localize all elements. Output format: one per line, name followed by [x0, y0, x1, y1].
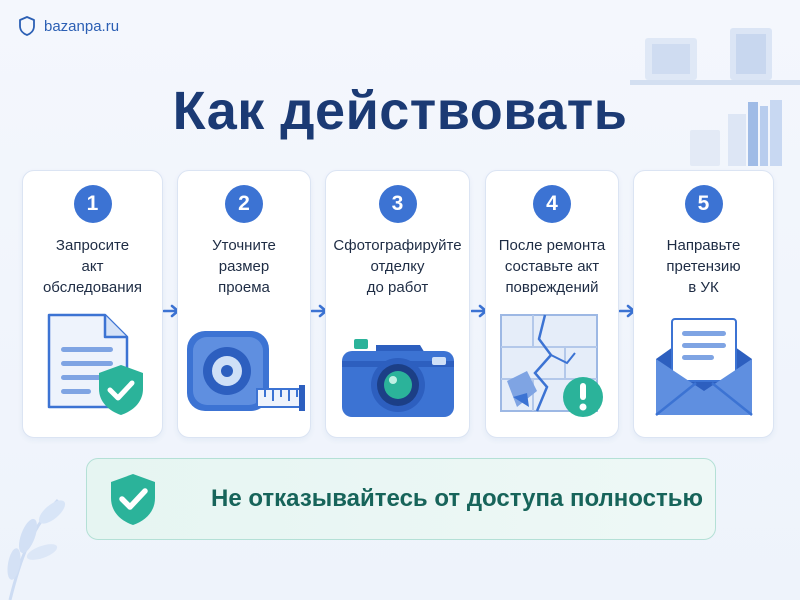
step-number: 4: [533, 185, 571, 223]
step-text: Запросите акт обследования: [42, 237, 143, 296]
step-card-2: 2 Уточните размер проема: [177, 170, 311, 438]
warning-banner: Не отказывайтесь от доступа полностью: [86, 458, 716, 540]
camera-icon: [341, 339, 454, 417]
document-shield-icon: [47, 313, 143, 415]
brand-name: bazanpa.ru: [44, 17, 120, 35]
step-card-4: 4 После ремонта составьте акт повреждени…: [485, 170, 619, 438]
step-number: 1: [73, 185, 112, 223]
step-text: Направьте претензию в УК: [666, 237, 741, 296]
tape-measure-icon: [187, 331, 305, 411]
banner-text: Не отказывайтесь от доступа полностью: [211, 485, 703, 512]
step-card-5: 5 Направьте претензию в УК: [633, 170, 774, 438]
step-card-3: 3 Сфотографируйте отделку до работ: [325, 170, 470, 438]
brand-logo[interactable]: bazanpa.ru: [18, 16, 119, 36]
step-card-1: 1 Запросите акт обследования: [22, 170, 163, 438]
shelf-decoration: [630, 28, 800, 166]
page-title: Как действовать: [172, 81, 628, 141]
steps-list: 1 Запросите акт обследования 2 Уточните …: [22, 170, 774, 438]
cracked-wall-alert-icon: [500, 314, 603, 417]
step-text: Сфотографируйте отделку до работ: [333, 237, 462, 296]
envelope-letter-icon: [654, 318, 753, 416]
plant-decoration: [7, 498, 66, 600]
shield-outline-icon: [19, 16, 35, 36]
step-text: Уточните размер проема: [212, 237, 276, 296]
step-text: После ремонта составьте акт повреждений: [498, 237, 606, 296]
step-number: 3: [378, 185, 417, 223]
step-number: 2: [225, 185, 263, 223]
step-number: 5: [684, 185, 723, 223]
shield-check-icon: [111, 474, 155, 525]
